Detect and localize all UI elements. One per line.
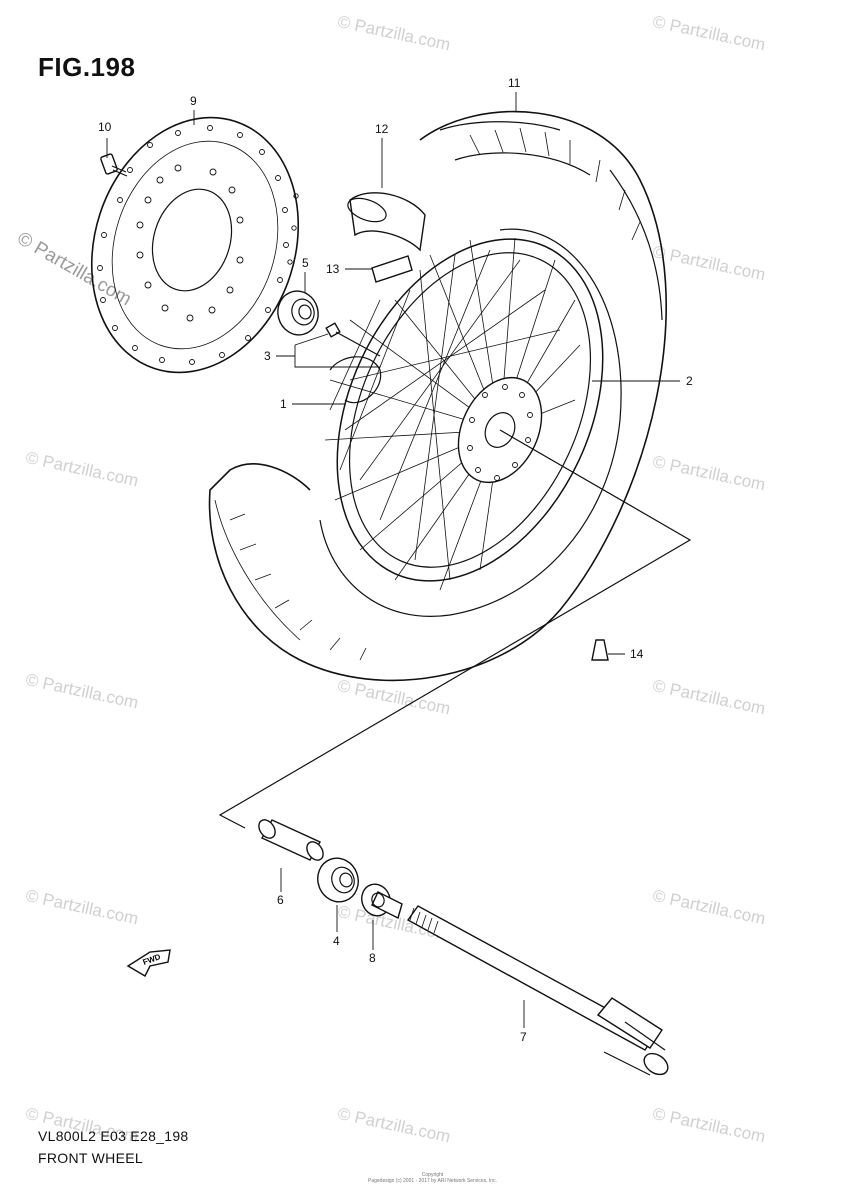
callout-7: 7 bbox=[520, 1030, 527, 1044]
collar bbox=[361, 883, 403, 920]
disc-bolt bbox=[100, 153, 128, 177]
callout-8: 8 bbox=[369, 951, 376, 965]
copyright-line2: Pagedesign (c) 2001 - 2017 by ARI Networ… bbox=[368, 1178, 497, 1184]
inner-tube bbox=[347, 192, 426, 252]
callout-14: 14 bbox=[630, 647, 644, 661]
diagram-caption: FRONT WHEEL bbox=[38, 1150, 143, 1166]
spoke-nipple bbox=[325, 322, 381, 357]
callout-4: 4 bbox=[333, 934, 340, 948]
callout-13: 13 bbox=[326, 262, 340, 276]
axle bbox=[406, 905, 669, 1076]
callout-5: 5 bbox=[302, 256, 309, 270]
spacer bbox=[258, 819, 324, 861]
tire bbox=[208, 110, 667, 682]
figure-title: FIG.198 bbox=[38, 52, 136, 82]
callout-2: 2 bbox=[686, 374, 693, 388]
rim bbox=[336, 238, 604, 582]
leader-lines bbox=[106, 92, 680, 1028]
callout-12: 12 bbox=[375, 122, 389, 136]
callout-9: 9 bbox=[190, 94, 197, 108]
copyright-notice: Copyright Pagedesign (c) 2001 - 2017 by … bbox=[368, 1172, 497, 1184]
hub bbox=[329, 356, 543, 484]
valve-cap bbox=[591, 639, 609, 661]
spokes bbox=[324, 237, 581, 591]
forward-arrow: FWD bbox=[126, 949, 171, 977]
diagram-code: VL800L2 E03 E28_198 bbox=[38, 1128, 189, 1144]
callout-3: 3 bbox=[264, 349, 271, 363]
callout-1: 1 bbox=[280, 397, 287, 411]
callout-11: 11 bbox=[508, 76, 521, 90]
upper-bearing bbox=[277, 290, 319, 336]
brake-disc bbox=[90, 116, 300, 374]
lower-bearing bbox=[317, 857, 359, 903]
callout-6: 6 bbox=[277, 893, 284, 907]
rim-band bbox=[371, 255, 413, 283]
callout-10: 10 bbox=[98, 120, 112, 134]
explode-line bbox=[218, 429, 692, 829]
copyright-line1: Copyright bbox=[421, 1172, 444, 1178]
